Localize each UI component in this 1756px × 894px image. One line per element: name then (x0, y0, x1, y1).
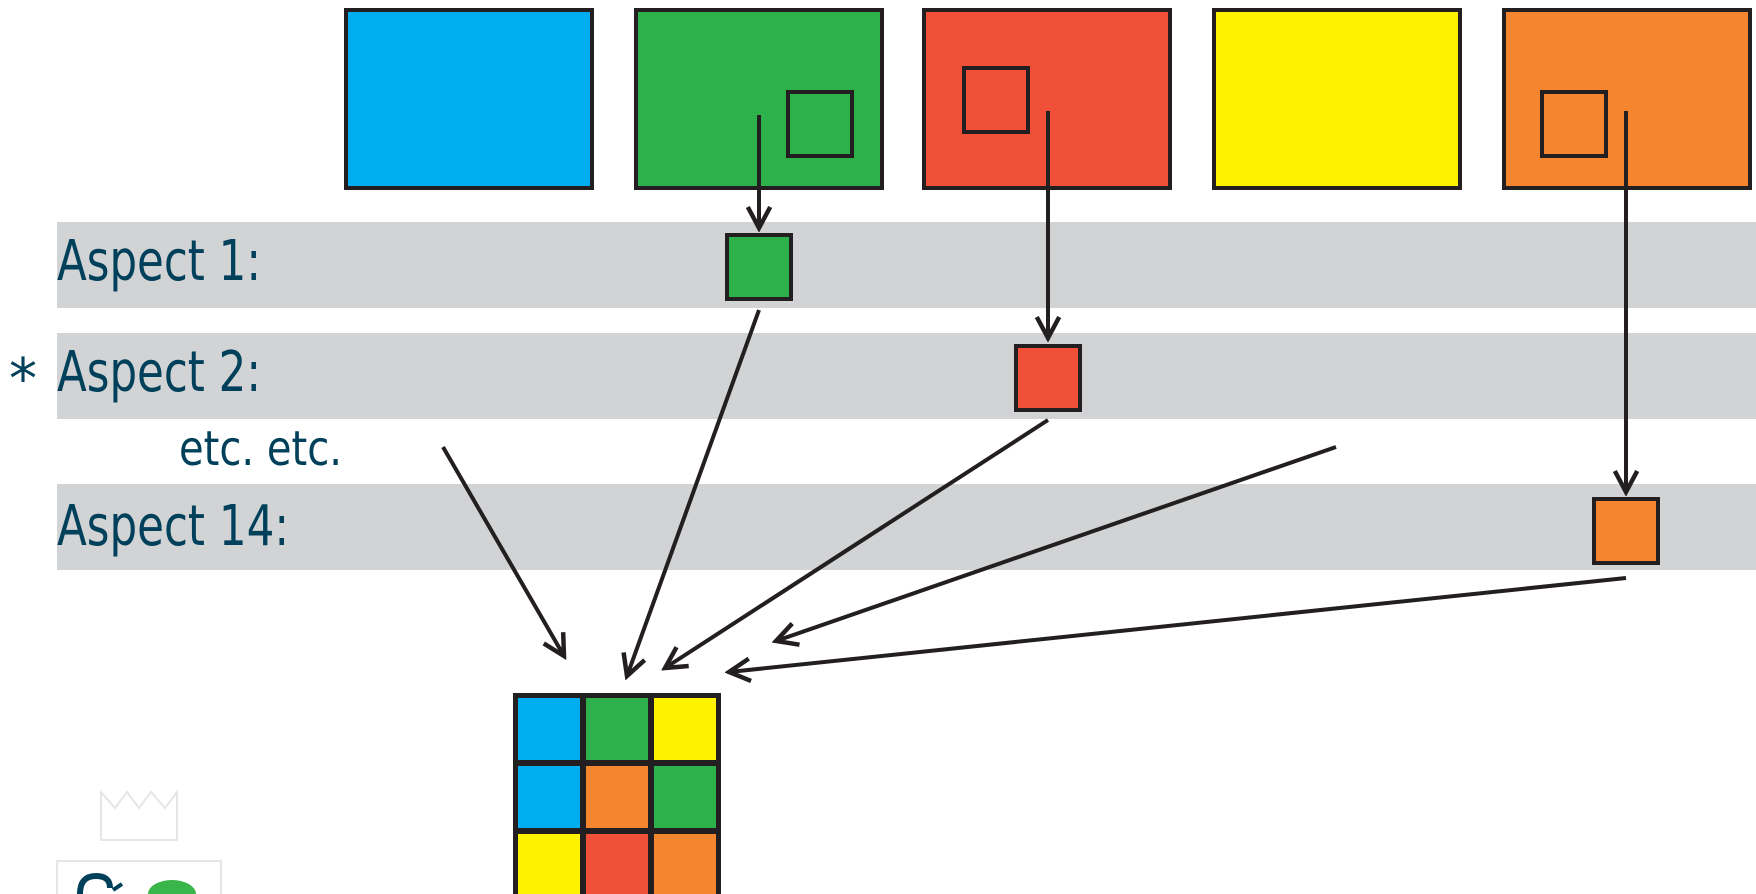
asterisk-marker: * (9, 347, 37, 412)
aspect-band-14 (57, 484, 1756, 570)
logo-icon (56, 860, 222, 894)
source-boxes (344, 8, 1752, 190)
arrow-yellow-to-grid (776, 445, 1337, 641)
grid-cell-orange (586, 766, 648, 828)
result-grid (513, 693, 721, 894)
aspect-2-label: Aspect 2: (57, 340, 261, 405)
crown-icon (100, 789, 178, 841)
grid-cell-yellow (518, 834, 580, 894)
source-box-blue (344, 8, 594, 190)
grid-cell-blue (518, 698, 580, 760)
inner-square-red (962, 66, 1030, 134)
aspect-1-label: Aspect 1: (57, 229, 261, 294)
grid-cell-blue (518, 766, 580, 828)
aspect-2-square (1014, 344, 1082, 412)
aspect-band-1 (57, 222, 1756, 308)
arrow-aspect-14-to-grid (729, 576, 1627, 672)
grid-cell-yellow (654, 698, 716, 760)
grid-cell-red (586, 834, 648, 894)
grid-cell-green (654, 766, 716, 828)
arrow-etc-to-grid (441, 445, 564, 656)
inner-square-green (786, 90, 854, 158)
etc-label: etc. etc. (179, 421, 342, 477)
source-box-yellow (1212, 8, 1462, 190)
aspect-1-square (725, 233, 793, 301)
grid-cell-green (586, 698, 648, 760)
inner-square-orange (1540, 90, 1608, 158)
aspect-14-square (1592, 497, 1660, 565)
grid-cell-orange (654, 834, 716, 894)
arrow-aspect-1-to-grid (627, 309, 761, 676)
arrows (441, 111, 1627, 676)
aspect-14-label: Aspect 14: (57, 494, 289, 559)
arrow-aspect-2-to-grid (665, 418, 1050, 668)
aspect-band-2 (57, 333, 1756, 419)
